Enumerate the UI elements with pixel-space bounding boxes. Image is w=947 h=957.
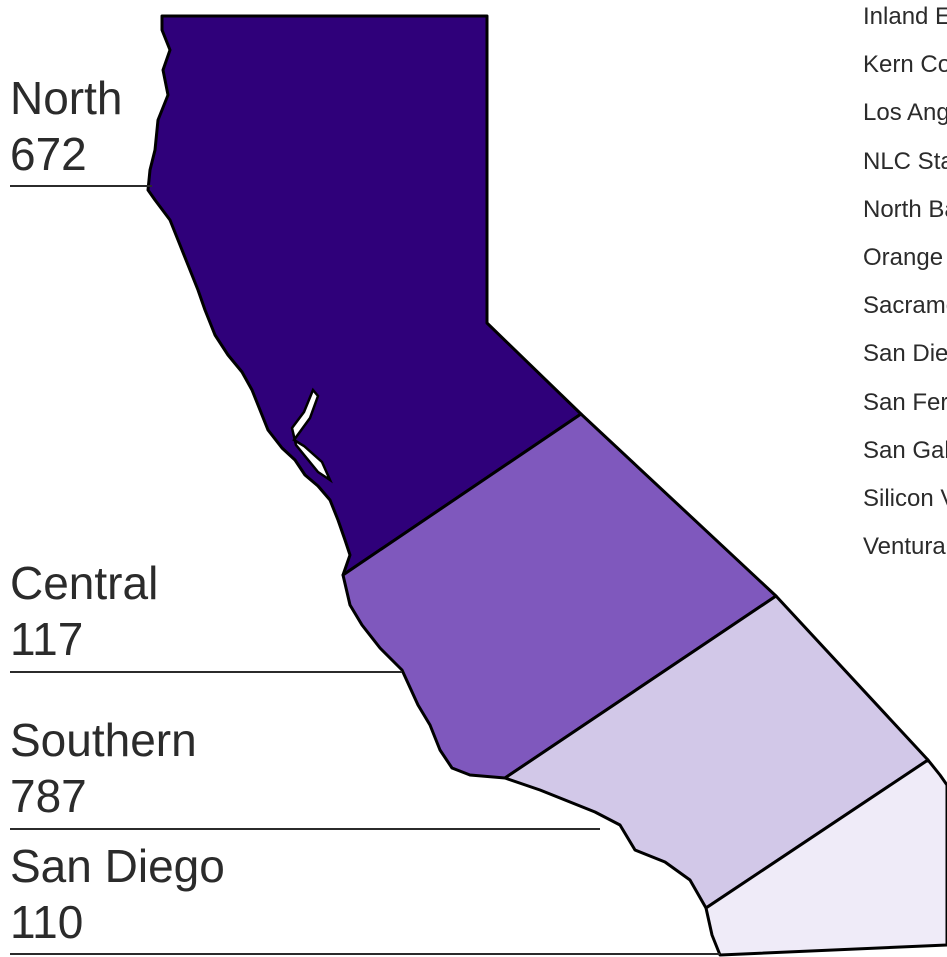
chapter-item[interactable]: NLC State — [863, 147, 947, 175]
region-name-southern: Southern — [10, 714, 197, 766]
chapter-item[interactable]: Ventura County — [863, 533, 947, 561]
chapter-item[interactable]: Silicon Valley — [863, 484, 947, 512]
chapter-item[interactable]: San Fernando Valley — [863, 388, 947, 416]
region-value-san-diego: 110 — [10, 896, 84, 948]
chapter-list: Inland Empire Kern County Los Angeles NL… — [863, 0, 947, 578]
region-name-central: Central — [10, 557, 159, 609]
chapter-item[interactable]: Los Angeles — [863, 99, 947, 127]
label-central: Central 117 — [10, 555, 158, 667]
region-north[interactable] — [146, 14, 583, 577]
chapter-item[interactable]: North Bay — [863, 195, 947, 223]
label-north: North 672 — [10, 70, 122, 182]
region-value-southern: 787 — [10, 770, 87, 822]
chapter-item[interactable]: San Gabriel Valley — [863, 436, 947, 464]
region-name-north: North — [10, 72, 123, 124]
region-value-north: 672 — [10, 128, 87, 180]
chapter-item[interactable]: San Diego — [863, 340, 947, 368]
region-san-diego[interactable] — [704, 758, 947, 957]
region-name-san-diego: San Diego — [10, 840, 225, 892]
bay-inlet — [290, 387, 333, 484]
label-san-diego: San Diego 110 — [10, 838, 225, 950]
chapter-item[interactable]: Kern County — [863, 51, 947, 79]
chapter-item[interactable]: Inland Empire — [863, 3, 947, 30]
region-value-central: 117 — [10, 613, 84, 665]
chapter-item[interactable]: Orange County — [863, 243, 947, 271]
label-southern: Southern 787 — [10, 712, 197, 824]
chapter-item[interactable]: Sacramento — [863, 292, 947, 320]
